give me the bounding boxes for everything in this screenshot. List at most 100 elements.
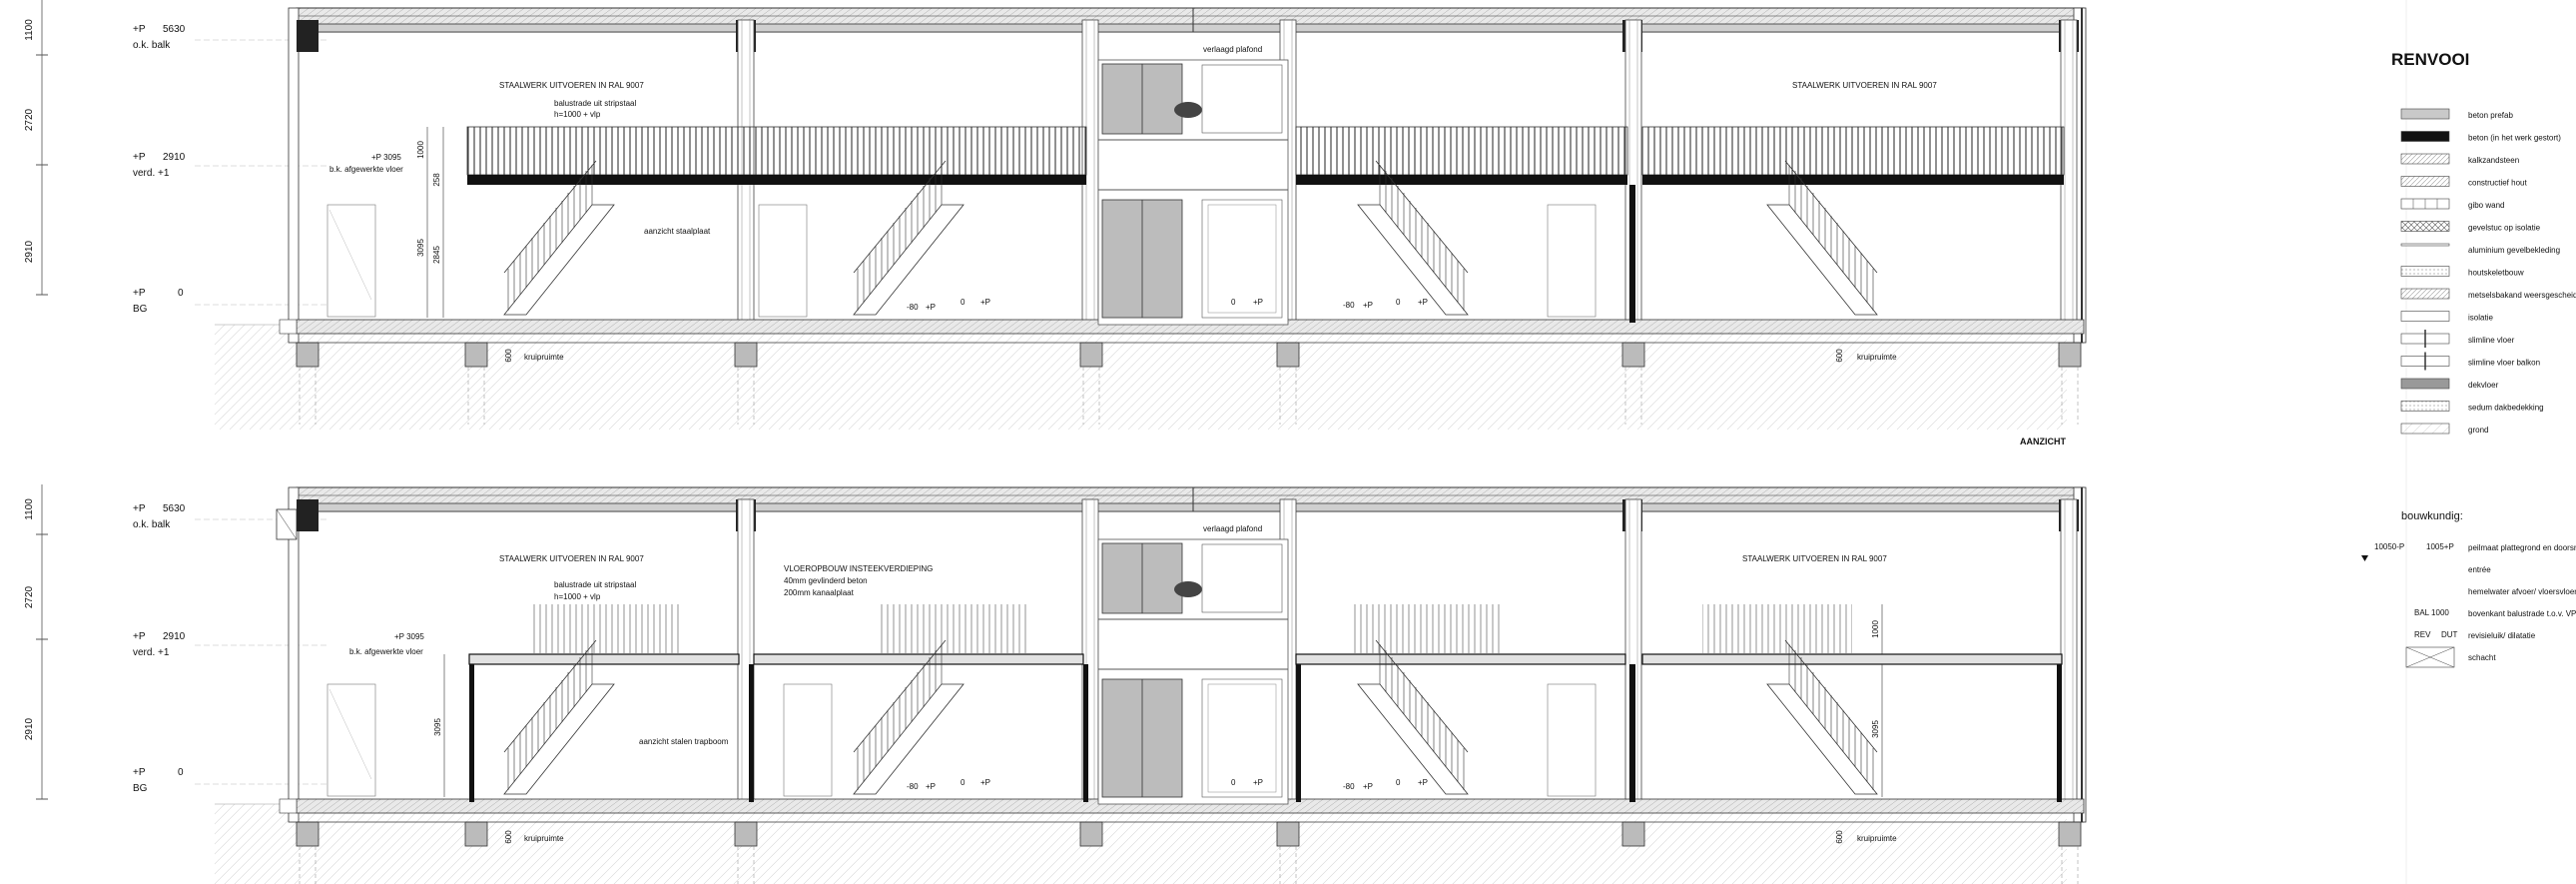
legend-label: kalkzandsteen: [2468, 156, 2519, 165]
level-0-left-b: 0: [961, 778, 966, 787]
dim-1100: 1100: [24, 19, 35, 41]
balustrade-note-1-b: balustrade uit stripstaal: [554, 580, 636, 589]
legend-item: slimline vloer: [2400, 330, 2515, 348]
bouwkundig-label: revisieluik/ dilatatie: [2468, 631, 2536, 640]
verlaagd-plafond-note-b: verlaagd plafond: [1203, 524, 1262, 533]
legend-label: beton prefab: [2468, 111, 2513, 120]
bouwkundig-item: entrée: [2468, 565, 2491, 574]
legend-label: aluminium gevelbekleding: [2468, 246, 2560, 255]
level-p-left: +P: [926, 303, 936, 312]
level-p-left-b: +P: [926, 782, 936, 791]
bouwkundig-code: REV: [2414, 630, 2431, 639]
bouwkundig-code: 10050-P: [2374, 542, 2404, 551]
legend-item: aluminium gevelbekleding: [2400, 243, 2560, 255]
level-bg-b: BG: [133, 783, 148, 794]
bouwkundig-label: peilmaat plattegrond en doorsnede: [2468, 543, 2576, 552]
legend-label: grond: [2468, 426, 2488, 435]
bouwkundig-code: BAL 1000: [2414, 608, 2449, 617]
level-0: 0: [178, 288, 184, 299]
legend-swatch: [2400, 378, 2450, 390]
balustrade-note-2: h=1000 + vlp: [554, 110, 601, 119]
level-3095: +P 3095: [371, 153, 401, 162]
legend-label: slimline vloer: [2468, 336, 2515, 345]
legend-swatch: [2400, 288, 2450, 300]
level-plus-p-b1: +P: [133, 503, 146, 514]
dim-3095-b-left: 3095: [433, 718, 442, 736]
level-bg: BG: [133, 304, 148, 315]
level-verd-b: verd. +1: [133, 647, 170, 658]
aanzicht-trapboom-note: aanzicht stalen trapboom: [639, 737, 729, 746]
kruipruimte-left-b: kruipruimte: [524, 834, 564, 843]
level-plus-p-3: +P: [133, 288, 146, 299]
legend-item: gevelstuc op isolatie: [2400, 221, 2541, 233]
legend-swatch: [2400, 131, 2450, 142]
dim-1100-b: 1100: [24, 498, 35, 520]
level-ok-balk-b: o.k. balk: [133, 519, 171, 530]
legend-swatch: [2400, 221, 2450, 232]
level-verd: verd. +1: [133, 168, 170, 179]
left-dimensions-bottom: 1100 2720 2910: [24, 484, 48, 800]
level-0-b: 0: [178, 767, 184, 778]
bouwkundig-label: schacht: [2468, 653, 2496, 662]
dim-2845: 2845: [432, 246, 441, 264]
level-ok-balk: o.k. balk: [133, 40, 171, 51]
legend-label: isolatie: [2468, 314, 2493, 323]
legend-label: beton (in het werk gestort): [2468, 134, 2561, 143]
level-plus-p-b3: +P: [133, 767, 146, 778]
legend-item: beton (in het werk gestort): [2400, 131, 2561, 143]
legend-item: gibo wand: [2400, 198, 2504, 210]
level-p-mid-b: +P: [1253, 778, 1263, 787]
legend-label: sedum dakbedekking: [2468, 404, 2544, 413]
level-markers-bottom: +P 5630 o.k. balk +P 2910 verd. +1 +P 0 …: [133, 503, 329, 794]
dim-600-left-b: 600: [504, 830, 513, 844]
aanzicht-label: AANZICHT: [2020, 437, 2066, 446]
legend-item: isolatie: [2400, 311, 2493, 323]
staalwerk-note-left-b: STAALWERK UITVOEREN IN RAL 9007: [499, 554, 644, 563]
legend-swatch: [2400, 153, 2450, 165]
level-m80-right: -80: [1343, 301, 1355, 310]
balustrade-note-1: balustrade uit stripstaal: [554, 99, 636, 108]
legend-item: beton prefab: [2400, 108, 2513, 120]
dim-1000: 1000: [416, 141, 425, 159]
legend-label: constructief hout: [2468, 179, 2527, 188]
level-3095-b: +P 3095: [394, 632, 424, 641]
facade-left: [288, 7, 300, 344]
bouwkundig-label: hemelwater afvoer/ vloersvloerput: [2468, 587, 2576, 596]
legend-swatch: [2400, 108, 2450, 120]
bouwkundig-item: schacht: [2405, 646, 2496, 668]
legend-item: slimline vloer balkon: [2400, 352, 2540, 371]
legend-label: houtskeletbouw: [2468, 269, 2524, 278]
dim-600-right-b: 600: [1835, 830, 1844, 844]
dim-3095-b-right: 3095: [1871, 720, 1880, 738]
legend-swatch: [2400, 401, 2450, 412]
level-2910: 2910: [163, 152, 186, 163]
vloeropbouw-note-2: 40mm gevlinderd beton: [784, 576, 868, 585]
dim-3095: 3095: [416, 239, 425, 257]
legend-item: dekvloer: [2400, 378, 2499, 390]
level-0-left: 0: [961, 298, 966, 307]
vloeropbouw-note-1: VLOEROPBOUW INSTEEKVERDIEPING: [784, 564, 933, 573]
dim-2720: 2720: [24, 108, 35, 131]
level-p-right-2: +P: [1418, 298, 1428, 307]
level-p-left-2: +P: [980, 298, 990, 307]
bouwkundig-code: DUT: [2441, 630, 2458, 639]
legend-item: grond: [2400, 423, 2488, 435]
level-0-right-b: 0: [1396, 778, 1401, 787]
level-p-right-b: +P: [1363, 782, 1373, 791]
legend-item: houtskeletbouw: [2400, 266, 2524, 278]
legend-label: metselsbakand weersgescheiderd: [2468, 291, 2576, 300]
dim-1000-b: 1000: [1871, 620, 1880, 638]
section-bottom: STAALWERK UITVOEREN IN RAL 9007 STAALWER…: [215, 486, 2087, 884]
section-top: STAALWERK UITVOEREN IN RAL 9007 STAALWER…: [215, 7, 2087, 446]
dim-258: 258: [432, 173, 441, 187]
level-plus-p-2: +P: [133, 152, 146, 163]
level-plus-p-b2: +P: [133, 631, 146, 642]
legend-label: dekvloer: [2468, 381, 2499, 390]
verlaagd-plafond-note: verlaagd plafond: [1203, 45, 1262, 54]
level-p-left-2-b: +P: [980, 778, 990, 787]
level-p-right-2-b: +P: [1418, 778, 1428, 787]
staalwerk-note-right: STAALWERK UITVOEREN IN RAL 9007: [1792, 81, 1937, 90]
